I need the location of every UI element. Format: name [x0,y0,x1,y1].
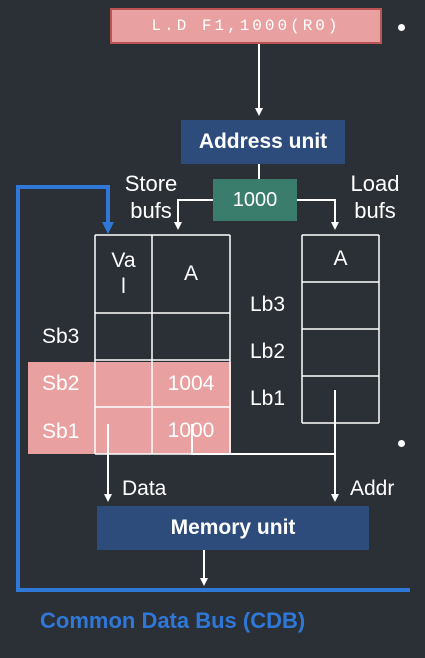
arrow-value-to-load [297,199,339,230]
load-table-grid [301,234,380,424]
store-highlight-band [28,362,231,454]
arrow-value-to-store [174,199,213,230]
data-label: Data [122,477,167,500]
load-bufs-label-line2: bufs [354,198,396,223]
store-table-grid [94,234,231,455]
addr-label: Addr [350,477,395,500]
instruction-text: L.D F1,1000(R0) [151,17,341,35]
load-header-a-text: A [333,246,348,270]
store-cell-sb2-a-text: 1004 [167,371,215,395]
load-row-lb2: Lb2 [250,340,286,363]
load-header-a: A [302,235,379,282]
memory-unit-label: Memory unit [170,516,296,539]
store-header-a-text: A [183,262,198,285]
bullet-dot-mid [398,440,405,447]
cdb-loop [16,185,410,592]
store-header-a: A [152,235,230,313]
store-header-val: Va l [95,235,152,313]
address-unit: Address unit [181,120,345,164]
load-bufs-label: Load bufs [340,170,410,224]
instruction-box: L.D F1,1000(R0) [110,8,382,44]
load-row-lb1: Lb1 [250,387,286,410]
load-row-lb3: Lb3 [250,293,286,316]
load-bufs-label-line1: Load [350,171,400,196]
line-store-addr [191,424,335,455]
store-header-val-text: Va l [111,249,136,298]
store-bufs-label-line1: Store [124,171,178,196]
address-value-box: 1000 [213,179,297,221]
store-row-sb1: Sb1 [42,420,80,443]
store-bufs-label-line2: bufs [130,198,172,223]
store-cell-sb2-a: 1004 [152,360,230,407]
cdb-label: Common Data Bus (CDB) [40,608,306,633]
store-bufs-label: Store bufs [116,170,186,224]
memory-unit: Memory unit [97,506,369,550]
bullet-dot-top [398,24,405,31]
address-value: 1000 [232,188,278,211]
store-row-sb2: Sb2 [42,372,80,395]
address-unit-label: Address unit [198,130,328,153]
store-row-sb3: Sb3 [42,325,80,348]
